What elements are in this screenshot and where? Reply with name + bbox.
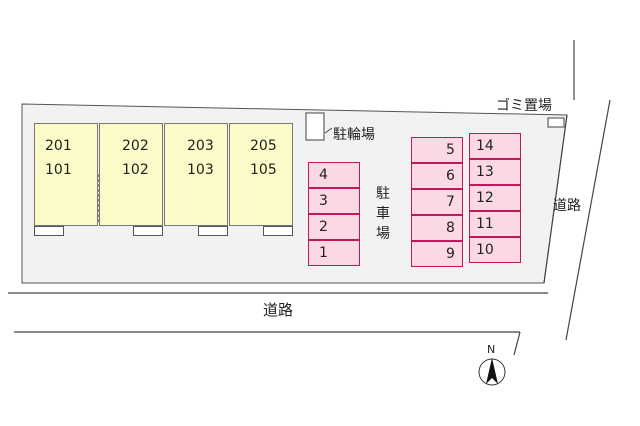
unit-block-201-101: 201 101: [34, 123, 98, 226]
parking-space-1: 1: [308, 240, 360, 266]
bicycle-box: [305, 112, 325, 141]
road-line-right-inner: [543, 114, 568, 284]
unit-upper-number: 201: [45, 138, 72, 154]
parking-label: 駐 車 場: [376, 186, 390, 242]
entrance-step: [263, 226, 293, 236]
unit-lower-number: 102: [122, 162, 149, 178]
unit-lower-number: 105: [250, 162, 277, 178]
entrance-step: [198, 226, 228, 236]
parking-space-11: 11: [469, 211, 521, 237]
unit-upper-number: 203: [187, 138, 214, 154]
parking-space-14: 14: [469, 133, 521, 159]
north-label: N: [487, 343, 496, 356]
unit-lower-number: 101: [45, 162, 72, 178]
road-label-bottom: 道路: [263, 301, 294, 319]
parking-space-7: 7: [411, 189, 463, 215]
parking-space-9: 9: [411, 241, 463, 267]
parking-space-4: 4: [308, 162, 360, 188]
unit-block-203-103: 203 103: [164, 123, 228, 226]
entrance-step: [133, 226, 163, 236]
road-line-right-outer: [565, 99, 611, 341]
garbage-box: [547, 117, 565, 128]
parking-space-12: 12: [469, 185, 521, 211]
unit-block-202-102: 202 102: [99, 123, 163, 226]
parking-space-8: 8: [411, 215, 463, 241]
parking-space-3: 3: [308, 188, 360, 214]
entrance-step: [34, 226, 64, 236]
road-line-lower-end: [513, 331, 521, 356]
parking-space-13: 13: [469, 159, 521, 185]
bicycle-parking-label: 駐輪場: [333, 127, 375, 143]
road-label-right: 道路: [553, 198, 581, 214]
north-compass-icon: [478, 358, 506, 386]
bicycle-leader: [324, 127, 333, 134]
garbage-area-label: ゴミ置場: [496, 98, 552, 114]
unit-block-205-105: 205 105: [229, 123, 293, 226]
unit-lower-number: 103: [187, 162, 214, 178]
unit-upper-number: 202: [122, 138, 149, 154]
parking-space-6: 6: [411, 163, 463, 189]
parking-space-2: 2: [308, 214, 360, 240]
parking-space-10: 10: [469, 237, 521, 263]
parking-space-5: 5: [411, 137, 463, 163]
unit-upper-number: 205: [250, 138, 277, 154]
